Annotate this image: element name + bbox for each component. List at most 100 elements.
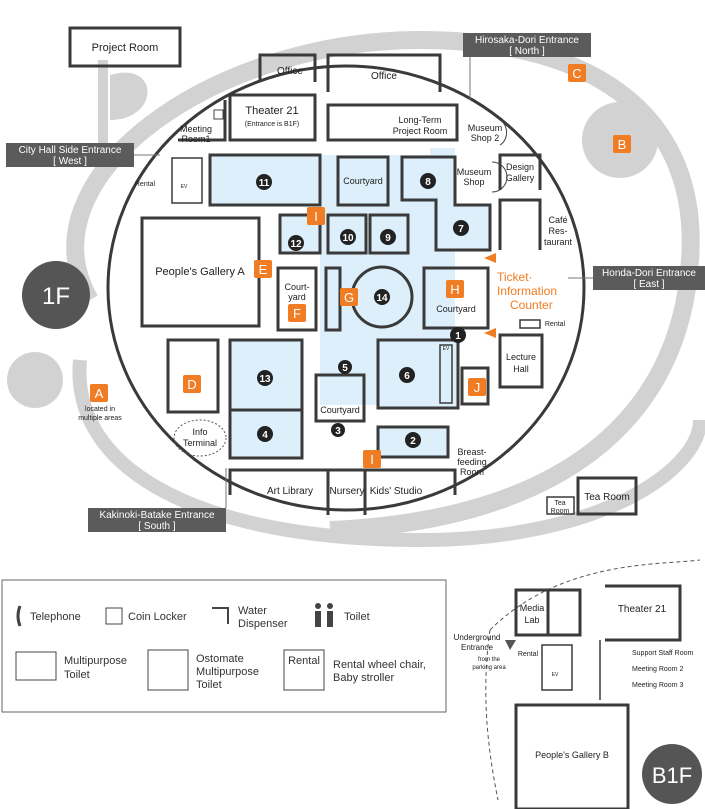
breastfeeding-label-3: Room [460,467,484,477]
long-term-project-room [326,103,459,142]
underground-note-2: parking area [472,665,506,671]
courtyard-f [276,266,318,332]
gallery-number-14-label: 14 [376,293,388,304]
legend-toilet-label: Toilet [344,611,370,623]
zone-a-badge[interactable]: A [90,384,108,402]
office-2-label: Office [371,71,397,82]
gallery-number-3[interactable]: 3 [331,423,345,437]
legend-toilet: Toilet [315,603,370,627]
legend-ostomate-toilet: Ostomate Multipurpose Toilet [147,649,259,691]
ticket-label-1: Ticket· [497,270,533,284]
kids-studio-label: Kids' Studio [370,486,423,497]
gallery-number-13-label: 13 [259,374,271,385]
rental-label-b1f: Rental [518,651,539,658]
located-label-2: multiple areas [78,415,122,422]
b1f-toilet-block [548,588,582,637]
legend-box [1,579,447,713]
theater-21 [228,93,317,142]
entrance-north-name: Hirosaka-Dori Entrance [475,35,579,46]
ticket-label-3: Counter [510,298,553,312]
zone-i-badge-north[interactable]: I [307,207,325,225]
zone-f-label: F [293,306,301,321]
zone-h-badge[interactable]: H [446,280,464,298]
gallery-number-11[interactable]: 11 [256,174,272,190]
room-j [460,366,490,406]
zone-e-label: E [259,262,268,277]
multipurpose-toilet-icon [15,651,57,681]
entrance-north-sub: [ North ] [509,46,545,57]
gallery-number-5-label: 5 [342,363,348,374]
entrance-north: Hirosaka-Dori Entrance [ North ] [463,33,591,100]
gallery-number-2[interactable]: 2 [405,432,421,448]
theater-21-note: (Entrance is B1F) [245,121,299,128]
zone-d-label: D [187,377,196,392]
info-terminal-label-1: Info [192,427,207,437]
ticket-label-2: Information [497,284,557,298]
museum-shop-2-label-1: Museum [468,123,503,133]
gallery-number-8[interactable]: 8 [420,173,436,189]
media-lab-label-2: Lab [524,615,539,625]
zone-b-badge[interactable]: B [613,135,631,153]
office-1 [258,53,317,82]
legend-rental-label-2: Baby stroller [333,672,394,684]
gallery-number-4[interactable]: 4 [257,426,273,442]
b1f-theater-21 [605,584,682,642]
entrance-east: Honda-Dori Entrance [ East ] [568,266,705,290]
long-term-label-1: Long-Term [398,115,441,125]
zone-j-badge[interactable]: J [468,378,486,396]
tea-room [576,476,638,516]
support-staff-label: Support Staff Room [632,650,694,657]
zone-f-badge[interactable]: F [288,304,306,322]
legend-telephone: Telephone [16,605,81,627]
nursery-label: Nursery [329,486,364,497]
zone-c-badge[interactable]: C [568,64,586,82]
gallery-number-10[interactable]: 10 [340,229,356,245]
gallery-number-5[interactable]: 5 [338,360,352,374]
legend-multi-label-1: Multipurpose [64,655,127,667]
gallery-number-13[interactable]: 13 [257,370,273,386]
courtyard-top [336,155,390,207]
lecture-hall-label-1: Lecture [506,352,536,362]
zone-a-label: A [95,386,104,401]
zone-i-badge-south[interactable]: I [363,450,381,468]
b1f-outline-left [485,629,499,801]
b1f-outline-top [489,559,701,631]
zone-e-badge[interactable]: E [254,260,272,278]
legend-rental-label-1: Rental wheel chair, [333,659,426,671]
bottom-row-rooms [228,468,457,495]
zone-g-badge[interactable]: G [340,288,358,306]
courtyard-f-label-2: yard [288,292,306,302]
legend-water-label-1: Water [238,605,267,617]
gallery-number-6[interactable]: 6 [399,367,415,383]
lecture-hall-label-2: Hall [513,364,529,374]
info-terminal [173,419,227,457]
gallery-number-12[interactable]: 12 [288,235,304,251]
peoples-gallery-a-label: People's Gallery A [155,266,245,278]
gallery-number-14[interactable]: 14 [374,289,390,305]
gallery-number-1[interactable]: 1 [450,327,466,343]
ev-label-west: EV [181,184,188,190]
rental-label-west: Rental [135,181,156,188]
museum-shop-arc [491,161,508,193]
underground-arrow-icon [505,640,516,650]
located-label-1: located in [85,406,115,413]
ev-label-1f: EV [443,346,450,352]
water-dispenser-icon [212,607,229,624]
legend-ost-label-2: Multipurpose [196,666,259,678]
zone-d-badge[interactable]: D [183,375,201,393]
meeting-room-1-label-2: Room1 [181,134,210,144]
coin-locker-icon [213,109,224,120]
office-2 [326,53,442,92]
gallery-number-9[interactable]: 9 [380,229,396,245]
meeting-room-3-label: Meeting Room 3 [632,682,683,689]
gallery-number-7[interactable]: 7 [453,220,469,236]
gallery-number-12-label: 12 [290,239,302,250]
art-library-label: Art Library [267,486,313,497]
ticket-pointer-2 [484,328,496,338]
museum-shop-2-label-2: Shop 2 [471,133,500,143]
entrance-west-sub: [ West ] [53,156,87,167]
peoples-gallery-b [514,703,630,809]
counter-desk [519,319,541,329]
legend-rental: Rental Rental wheel chair, Baby stroller [283,649,426,691]
